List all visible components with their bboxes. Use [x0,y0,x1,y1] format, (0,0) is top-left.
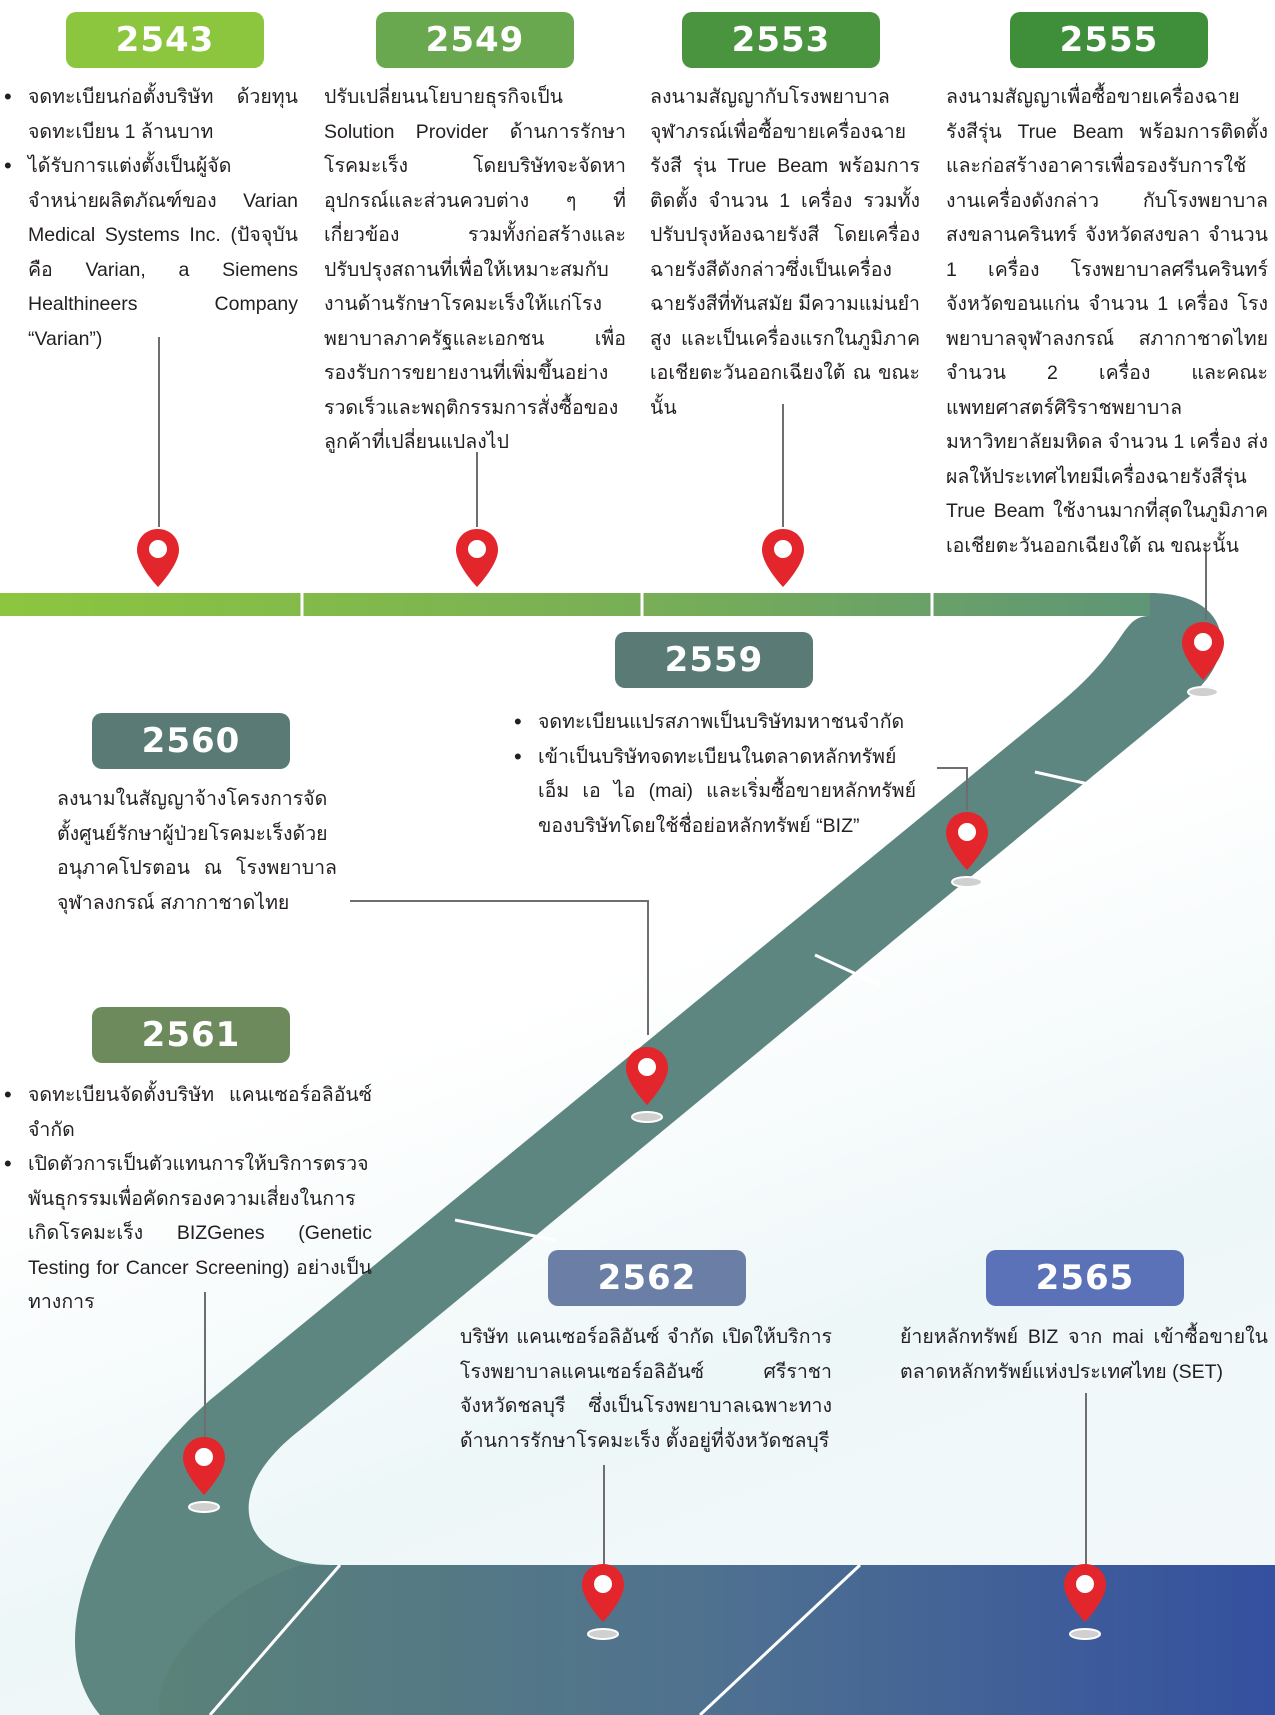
milestone-2559-text: จดทะเบียนแปรสภาพเป็นบริษัทมหาชนจำกัด เข้… [512,705,916,843]
list-item: จดทะเบียนก่อตั้งบริษัท ด้วยทุนจดทะเบียน … [4,80,298,149]
road-divider [208,1564,342,1715]
year-badge-2561: 2561 [92,1007,290,1063]
milestone-2543-text: จดทะเบียนก่อตั้งบริษัท ด้วยทุนจดทะเบียน … [2,80,298,356]
road-divider [454,1218,556,1242]
milestone-2560-text: ลงนามในสัญญาจ้างโครงการจัดตั้งศูนย์รักษา… [57,788,337,914]
map-pin-icon [1182,622,1224,698]
year-badge-2560: 2560 [92,713,290,769]
milestone-2553-text: ลงนามสัญญากับโรงพยาบาลจุฬาภรณ์เพื่อซื้อข… [650,86,920,419]
list-item: เปิดตัวการเป็นตัวแทนการให้บริการตรวจพันธ… [4,1147,372,1320]
connector-2555 [1205,550,1207,620]
year-badge-2549: 2549 [376,12,574,68]
map-pin-icon [1064,1564,1106,1640]
list-item: จดทะเบียนแปรสภาพเป็นบริษัทมหาชนจำกัด [514,705,916,740]
connector-2561 [204,1292,206,1438]
map-pin-icon [137,529,179,587]
connector-2559-v [966,767,968,810]
connector-2559-h [937,767,967,769]
year-badge-2555: 2555 [1010,12,1208,68]
milestone-2555-text: ลงนามสัญญาเพื่อซื้อขายเครื่องฉายรังสีรุ่… [946,86,1268,557]
map-pin-icon [762,529,804,587]
list-item: เข้าเป็นบริษัทจดทะเบียนในตลาดหลักทรัพย์ … [514,740,916,844]
year-badge-2565: 2565 [986,1250,1184,1306]
road-divider [1034,770,1116,792]
road-divider [814,953,881,987]
year-badge-2559: 2559 [615,632,813,688]
list-item: จดทะเบียนจัดตั้งบริษัท แคนเซอร์อลิอันซ์ … [4,1078,372,1147]
year-badge-2553: 2553 [682,12,880,68]
connector-2553 [782,404,784,527]
milestone-2549-text: ปรับเปลี่ยนนโยบายธุรกิจเป็น Solution Pro… [324,86,626,453]
road-top-strip [0,593,1150,616]
connector-2560-v [647,900,649,1035]
map-pin-icon [456,529,498,587]
list-item: ได้รับการแต่งตั้งเป็นผู้จัดจำหน่ายผลิตภั… [4,149,298,356]
milestone-2562-text: บริษัท แคนเซอร์อลิอันซ์ จำกัด เปิดให้บริ… [460,1326,832,1452]
connector-2560-h [350,900,648,902]
connector-2549 [476,452,478,527]
map-pin-icon [183,1437,225,1513]
year-badge-2562: 2562 [548,1250,746,1306]
road-divider [698,1563,862,1715]
map-pin-icon [582,1564,624,1640]
road-diagonal [75,593,1222,1715]
year-badge-2543: 2543 [66,12,264,68]
map-pin-icon [946,812,988,888]
milestone-2565-text: ย้ายหลักทรัพย์ BIZ จาก mai เข้าซื้อขายใน… [900,1326,1268,1383]
connector-2565 [1085,1393,1087,1570]
milestone-2561-text: จดทะเบียนจัดตั้งบริษัท แคนเซอร์อลิอันซ์ … [2,1078,372,1320]
map-pin-icon [626,1047,668,1123]
connector-2562 [603,1465,605,1570]
road-bottom-strip [158,1565,1275,1715]
connector-2543 [158,337,160,527]
